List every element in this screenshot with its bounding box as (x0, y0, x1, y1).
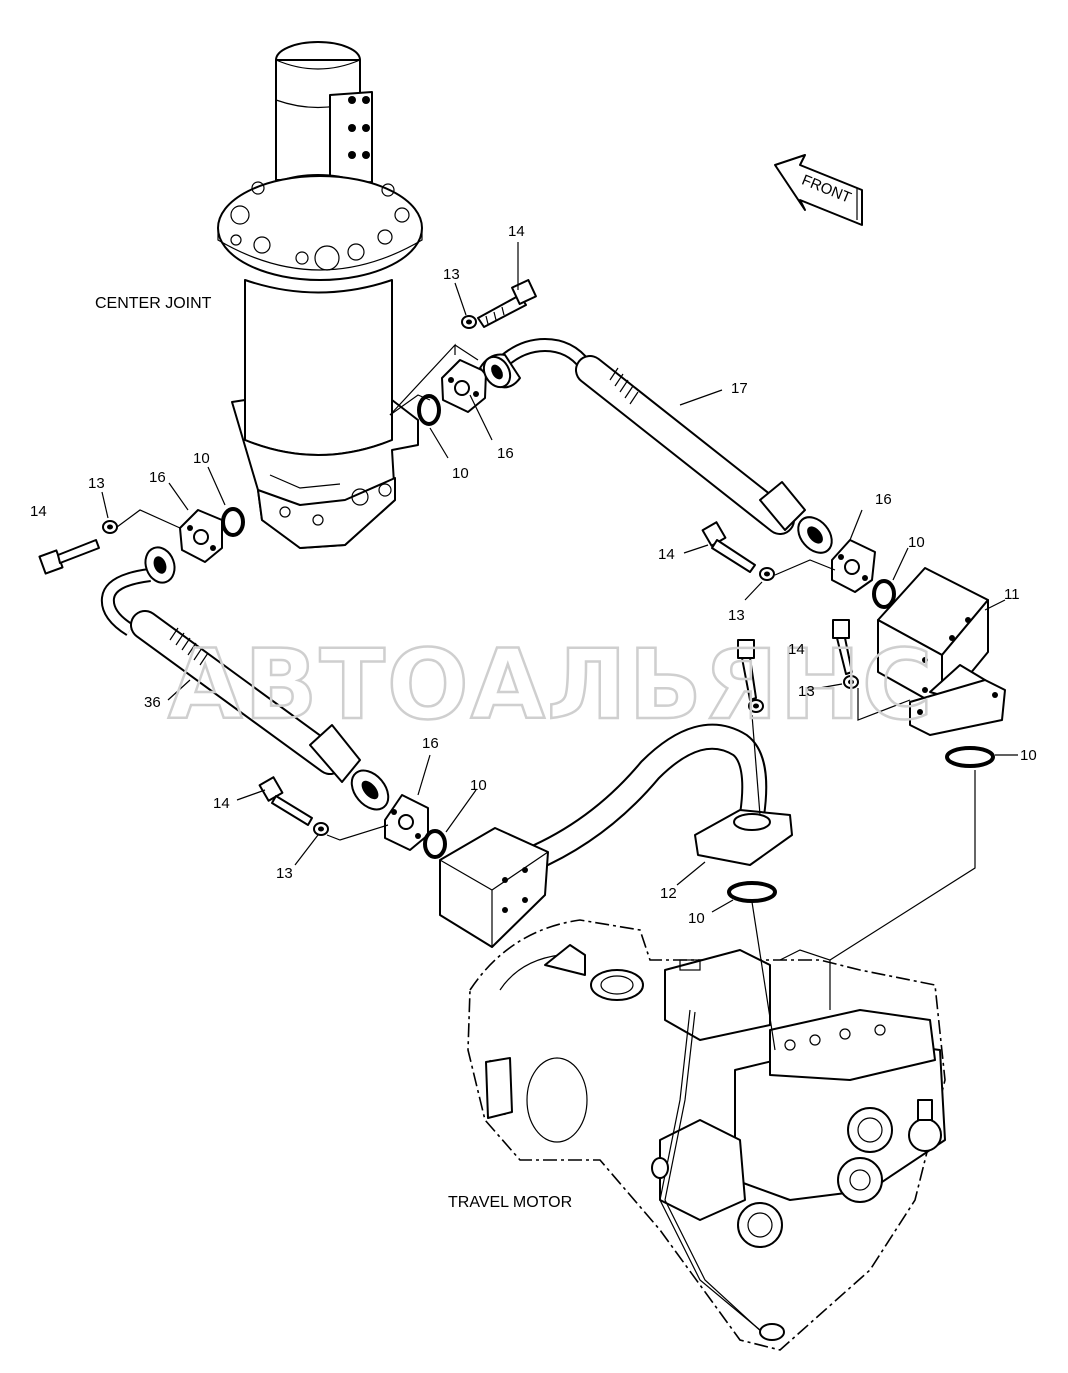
bolt-14-block11 (832, 619, 853, 675)
callout-16-upper: 16 (497, 445, 514, 462)
callout-10-pipe12: 10 (688, 910, 705, 927)
watermark-text: АВТОАЛЬЯНС (168, 629, 934, 741)
washer-13-center (748, 699, 764, 713)
callout-16-right: 16 (875, 491, 892, 508)
washer-13-lower (313, 822, 329, 836)
callout-16-lower: 16 (422, 735, 439, 752)
flange-16-right (831, 539, 876, 593)
callout-13-left: 13 (88, 475, 105, 492)
callout-13-center: 13 (798, 683, 815, 700)
bolt-14-upper (477, 279, 537, 328)
bolt-14-lower (258, 776, 313, 826)
callout-17: 17 (731, 380, 748, 397)
center-joint (217, 41, 423, 549)
callout-12: 12 (660, 885, 677, 902)
flange-16-left (179, 509, 223, 563)
leader-lines (101, 242, 1018, 1051)
hose-17 (479, 337, 833, 554)
callout-10-right: 10 (908, 534, 925, 551)
washer-13-block11 (843, 675, 859, 689)
bolt-14-right (701, 521, 756, 573)
callout-10-left: 10 (193, 450, 210, 467)
oring-10-lower (423, 829, 447, 859)
oring-10-left (221, 507, 245, 537)
callout-10-upper: 10 (452, 465, 469, 482)
flange-16-upper (441, 359, 487, 413)
bolt-14-center (737, 639, 757, 701)
callout-36: 36 (144, 694, 161, 711)
bolt-14-left (38, 539, 100, 575)
callout-14-upper: 14 (508, 223, 525, 240)
oring-10-block11 (945, 746, 995, 768)
callout-16-left: 16 (149, 469, 166, 486)
callout-14-right: 14 (658, 546, 675, 563)
hose-36 (100, 546, 390, 811)
travel-motor-caption: TRAVEL MOTOR (448, 1194, 572, 1211)
block-11 (877, 567, 1006, 736)
pipe-12 (439, 723, 793, 948)
callout-13-right: 13 (728, 607, 745, 624)
oring-10-upper (417, 394, 441, 426)
oring-10-pipe12 (727, 881, 777, 903)
callout-14-left: 14 (30, 503, 47, 520)
callout-14-center: 14 (788, 641, 805, 658)
callout-10-lower: 10 (470, 777, 487, 794)
washer-13-right (759, 567, 775, 581)
washer-13-upper (461, 315, 477, 329)
washer-13-left (102, 520, 118, 534)
flange-16-lower (384, 794, 429, 851)
center-joint-caption: CENTER JOINT (95, 295, 212, 312)
callout-13-lower: 13 (276, 865, 293, 882)
callout-13-upper: 13 (443, 266, 460, 283)
callout-14-lower: 14 (213, 795, 230, 812)
oring-10-right (872, 579, 896, 609)
callout-10-block11: 10 (1020, 747, 1037, 764)
callout-11: 11 (1004, 586, 1020, 603)
front-arrow (774, 154, 863, 226)
travel-motor (467, 919, 946, 1351)
